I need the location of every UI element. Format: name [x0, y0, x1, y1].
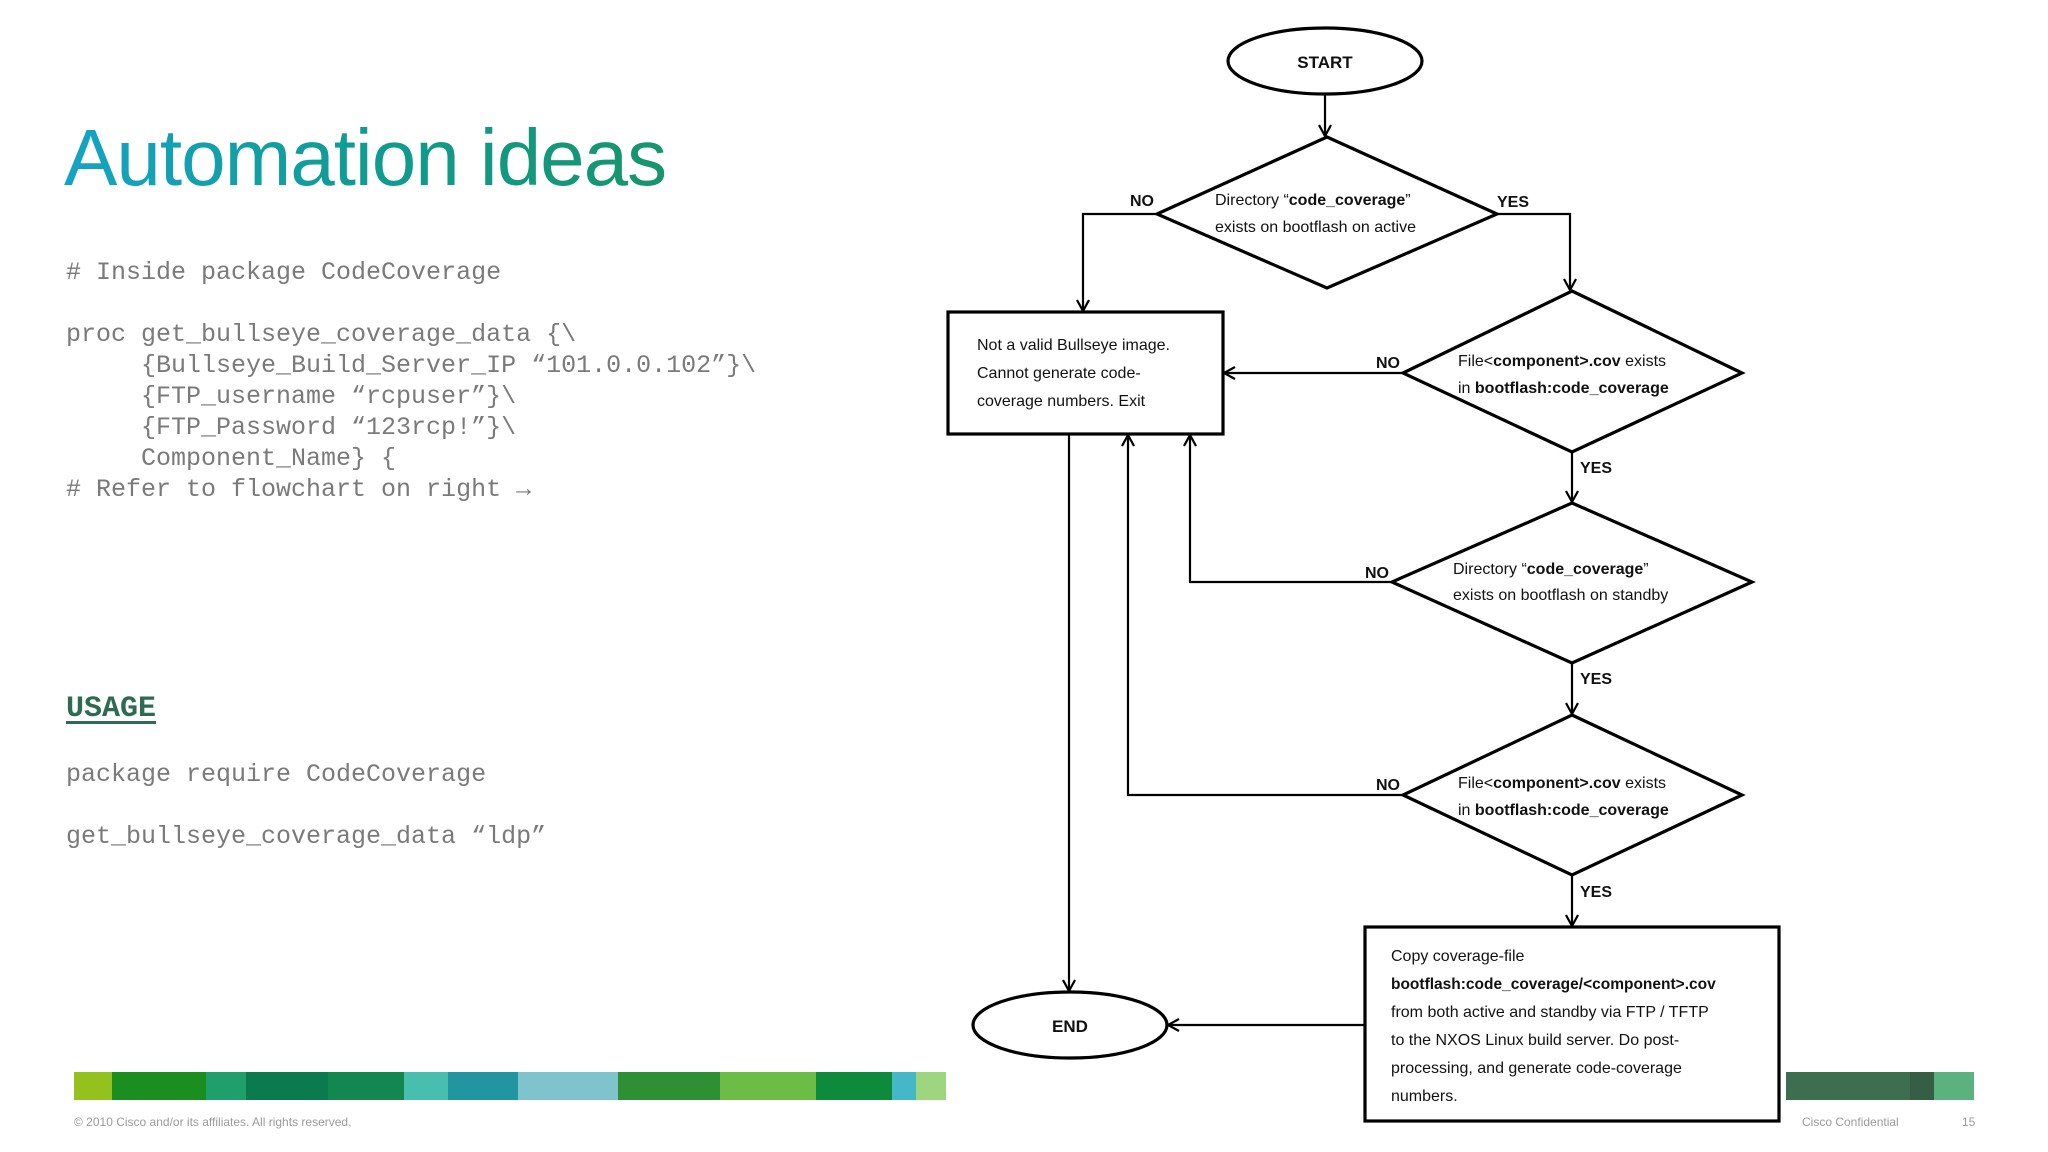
- color-bar-segment: [74, 1072, 112, 1100]
- error-box-line1: Not a valid Bullseye image.: [977, 337, 1170, 354]
- copy-box-line6: numbers.: [1391, 1088, 1458, 1105]
- copy-box: [1363, 925, 1781, 1123]
- connector-d1-yes: [1497, 212, 1570, 289]
- color-bar-segment: [720, 1072, 816, 1100]
- color-bar-segment: [112, 1072, 206, 1100]
- page-number: 15: [1962, 1115, 1976, 1129]
- code-ftp-username-line: {FTP_username “rcpuser”}\: [66, 382, 517, 411]
- code-ftp-password-line: {FTP_Password “123rcp!”}\: [66, 413, 517, 442]
- d2-no-label: NO: [1376, 355, 1400, 372]
- color-bar-segment: [328, 1072, 404, 1100]
- d3-no-label: NO: [1365, 565, 1389, 582]
- start-label: START: [1297, 53, 1353, 72]
- color-bar-segment: [448, 1072, 518, 1100]
- d4-line1: File<component>.cov exists: [1458, 775, 1666, 792]
- decision-file-active: [1399, 289, 1746, 454]
- code-refer-line: # Refer to flowchart on right →: [66, 475, 532, 504]
- code-comment-line: # Inside package CodeCoverage: [66, 258, 502, 287]
- color-bar-segment: [816, 1072, 892, 1100]
- color-bar-segment: [404, 1072, 448, 1100]
- d2-line1: File<component>.cov exists: [1458, 353, 1666, 370]
- d3-line1: Directory “code_coverage”: [1453, 561, 1649, 578]
- connector-d4-no: [1128, 436, 1403, 797]
- color-bar-segment: [1910, 1072, 1934, 1100]
- usage-require-line: package require CodeCoverage: [66, 760, 487, 789]
- color-bar-segment: [1934, 1072, 1974, 1100]
- copy-box-line5: processing, and generate code-coverage: [1391, 1060, 1682, 1077]
- usage-call-line: get_bullseye_coverage_data “ldp”: [66, 822, 547, 851]
- connector-d1-no: [1083, 212, 1157, 310]
- color-bar-segment: [518, 1072, 618, 1100]
- footer-color-bar-right: [1786, 1072, 1974, 1100]
- copy-box-line2: bootflash:code_coverage/<component>.cov: [1391, 976, 1716, 993]
- end-label: END: [1052, 1017, 1088, 1036]
- error-box: [946, 310, 1225, 436]
- d2-yes-label: YES: [1580, 460, 1612, 477]
- confidential-text: Cisco Confidential: [1802, 1115, 1899, 1129]
- d1-line2: exists on bootflash on active: [1215, 219, 1416, 236]
- code-server-ip-line: {Bullseye_Build_Server_IP “101.0.0.102”}…: [66, 351, 757, 380]
- copy-box-line4: to the NXOS Linux build server. Do post-: [1391, 1032, 1679, 1049]
- footer-color-bar-left: [74, 1072, 946, 1100]
- error-box-line2: Cannot generate code-: [977, 365, 1141, 382]
- color-bar-segment: [246, 1072, 328, 1100]
- decision-dir-standby: [1388, 501, 1756, 665]
- color-bar-segment: [892, 1072, 916, 1100]
- d1-no-label: NO: [1130, 193, 1154, 210]
- d4-yes-label: YES: [1580, 884, 1612, 901]
- d1-yes-label: YES: [1497, 194, 1529, 211]
- copyright-text: © 2010 Cisco and/or its affiliates. All …: [74, 1115, 352, 1129]
- decision-file-standby: [1399, 713, 1746, 877]
- code-proc-line: proc get_bullseye_coverage_data {\: [66, 320, 577, 349]
- d2-line2: in bootflash:code_coverage: [1458, 380, 1669, 397]
- color-bar-segment: [1786, 1072, 1910, 1100]
- slide-title: Automation ideas: [64, 113, 667, 202]
- color-bar-segment: [618, 1072, 720, 1100]
- color-bar-segment: [206, 1072, 246, 1100]
- connector-d3-no: [1190, 436, 1392, 584]
- color-bar-segment: [916, 1072, 946, 1100]
- d3-yes-label: YES: [1580, 671, 1612, 688]
- d1-line1: Directory “code_coverage”: [1215, 192, 1411, 209]
- usage-heading: USAGE: [66, 692, 157, 726]
- decision-dir-active: [1153, 135, 1501, 290]
- copy-box-line1: Copy coverage-file: [1391, 948, 1525, 965]
- code-component-line: Component_Name} {: [66, 444, 397, 473]
- d3-line2: exists on bootflash on standby: [1453, 587, 1668, 604]
- d4-no-label: NO: [1376, 777, 1400, 794]
- d4-line2: in bootflash:code_coverage: [1458, 802, 1669, 819]
- error-box-line3: coverage numbers. Exit: [977, 393, 1146, 410]
- copy-box-line3: from both active and standby via FTP / T…: [1391, 1004, 1709, 1021]
